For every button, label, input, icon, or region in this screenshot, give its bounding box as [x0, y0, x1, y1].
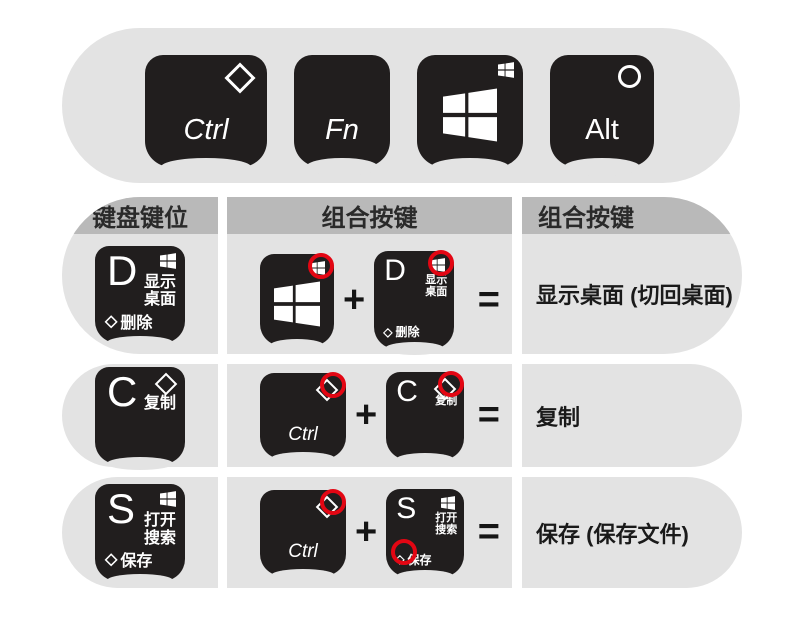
column-keyboard-keys: S 打开搜索 ◇保存 — [62, 477, 218, 588]
c-key: C 复制 — [95, 367, 185, 470]
red-ring-highlight-icon — [320, 371, 346, 398]
d-key-small: D 显示桌面 ◇删除 — [374, 250, 455, 355]
shortcut-result-label: 保存 (保存文件) — [536, 521, 689, 547]
diamond-icon — [224, 61, 256, 94]
windows-logo-icon — [417, 55, 523, 167]
red-ring-highlight-icon — [428, 250, 455, 276]
key-function-label: 显示桌面 — [425, 274, 448, 299]
circle-icon — [618, 64, 641, 88]
s-key-small: S 打开搜索 ◇保存 — [386, 488, 465, 583]
windows-key — [417, 54, 523, 176]
header-combo-result: 组合按键 — [522, 197, 742, 234]
fn-key-label: Fn — [325, 113, 359, 146]
windows-small-icon — [160, 491, 176, 507]
column-keyboard-keys: C 复制 — [62, 364, 218, 470]
shortcut-result-label: 显示桌面 (切回桌面) — [536, 283, 733, 308]
column-result-row2: 复制 — [522, 364, 742, 467]
header-keyboard-keys: 键盘键位 — [62, 197, 218, 234]
diamond-icon: ◇ — [105, 551, 118, 568]
s-key: S 打开搜索 ◇保存 — [95, 484, 185, 587]
column-combo-row1: 组合按键 + D 显示桌面 — [227, 197, 512, 355]
windows-small-icon — [160, 252, 176, 269]
key-letter: S — [396, 491, 417, 525]
ctrl-key: Ctrl — [145, 54, 267, 176]
equals-operator: = — [477, 394, 500, 436]
header-combo-keys: 组合按键 — [227, 197, 512, 234]
ctrl-key-label: Ctrl — [288, 540, 318, 562]
equals-operator: = — [477, 511, 500, 553]
key-function-label: 复制 — [435, 394, 458, 407]
d-key: D 显示桌面 ◇删除 — [95, 245, 185, 349]
column-keyboard-keys: 键盘键位 D 显示桌面 ◇删除 — [62, 197, 218, 354]
key-letter: D — [107, 246, 138, 294]
ctrl-key-label: Ctrl — [183, 113, 229, 146]
ctrl-key-small: Ctrl — [260, 488, 346, 582]
diamond-icon: ◇ — [383, 324, 393, 339]
key-function-label: 显示桌面 — [143, 273, 176, 309]
shortcut-result-label: 复制 — [536, 404, 581, 430]
red-ring-highlight-icon — [391, 538, 418, 565]
column-result-row3: 保存 (保存文件) — [522, 477, 742, 588]
key-bottom-label: ◇保存 — [105, 551, 153, 570]
alt-key: Alt — [550, 54, 654, 176]
column-combo-row3: Ctrl + S 打开搜索 ◇保存 = — [227, 477, 512, 588]
key-function-label: 复制 — [143, 395, 176, 412]
c-key-small: C 复制 — [386, 370, 465, 466]
red-ring-highlight-icon — [438, 370, 465, 397]
plus-operator: + — [355, 394, 378, 436]
key-letter: C — [107, 368, 138, 415]
column-result-row1: 组合按键 显示桌面 (切回桌面) — [522, 197, 742, 354]
key-bottom-label: ◇保存 — [391, 538, 431, 568]
ctrl-key-label: Ctrl — [288, 423, 318, 445]
windows-key-small — [260, 253, 334, 352]
plus-operator: + — [355, 511, 378, 553]
key-bottom-label: ◇删除 — [105, 312, 153, 332]
key-function-label: 打开搜索 — [435, 511, 458, 536]
plus-operator: + — [343, 278, 366, 321]
equals-operator: = — [477, 278, 500, 321]
diamond-icon — [154, 372, 178, 396]
key-letter: D — [384, 254, 406, 287]
windows-small-icon — [441, 495, 456, 510]
modifier-keys-banner: Ctrl Fn Alt — [62, 28, 740, 183]
key-letter: C — [396, 374, 418, 408]
column-combo-row2: Ctrl + C 复制 = — [227, 364, 512, 467]
ctrl-key-small: Ctrl — [260, 371, 346, 465]
alt-key-label: Alt — [585, 113, 619, 146]
key-function-label: 打开搜索 — [143, 512, 176, 547]
red-ring-highlight-icon — [320, 488, 346, 515]
key-bottom-label: ◇删除 — [383, 324, 420, 340]
key-letter: S — [107, 485, 136, 532]
red-ring-highlight-icon — [308, 253, 334, 279]
diamond-icon: ◇ — [105, 312, 118, 330]
windows-logo-icon — [260, 254, 334, 346]
fn-key: Fn — [294, 54, 390, 176]
windows-small-icon — [498, 61, 514, 78]
